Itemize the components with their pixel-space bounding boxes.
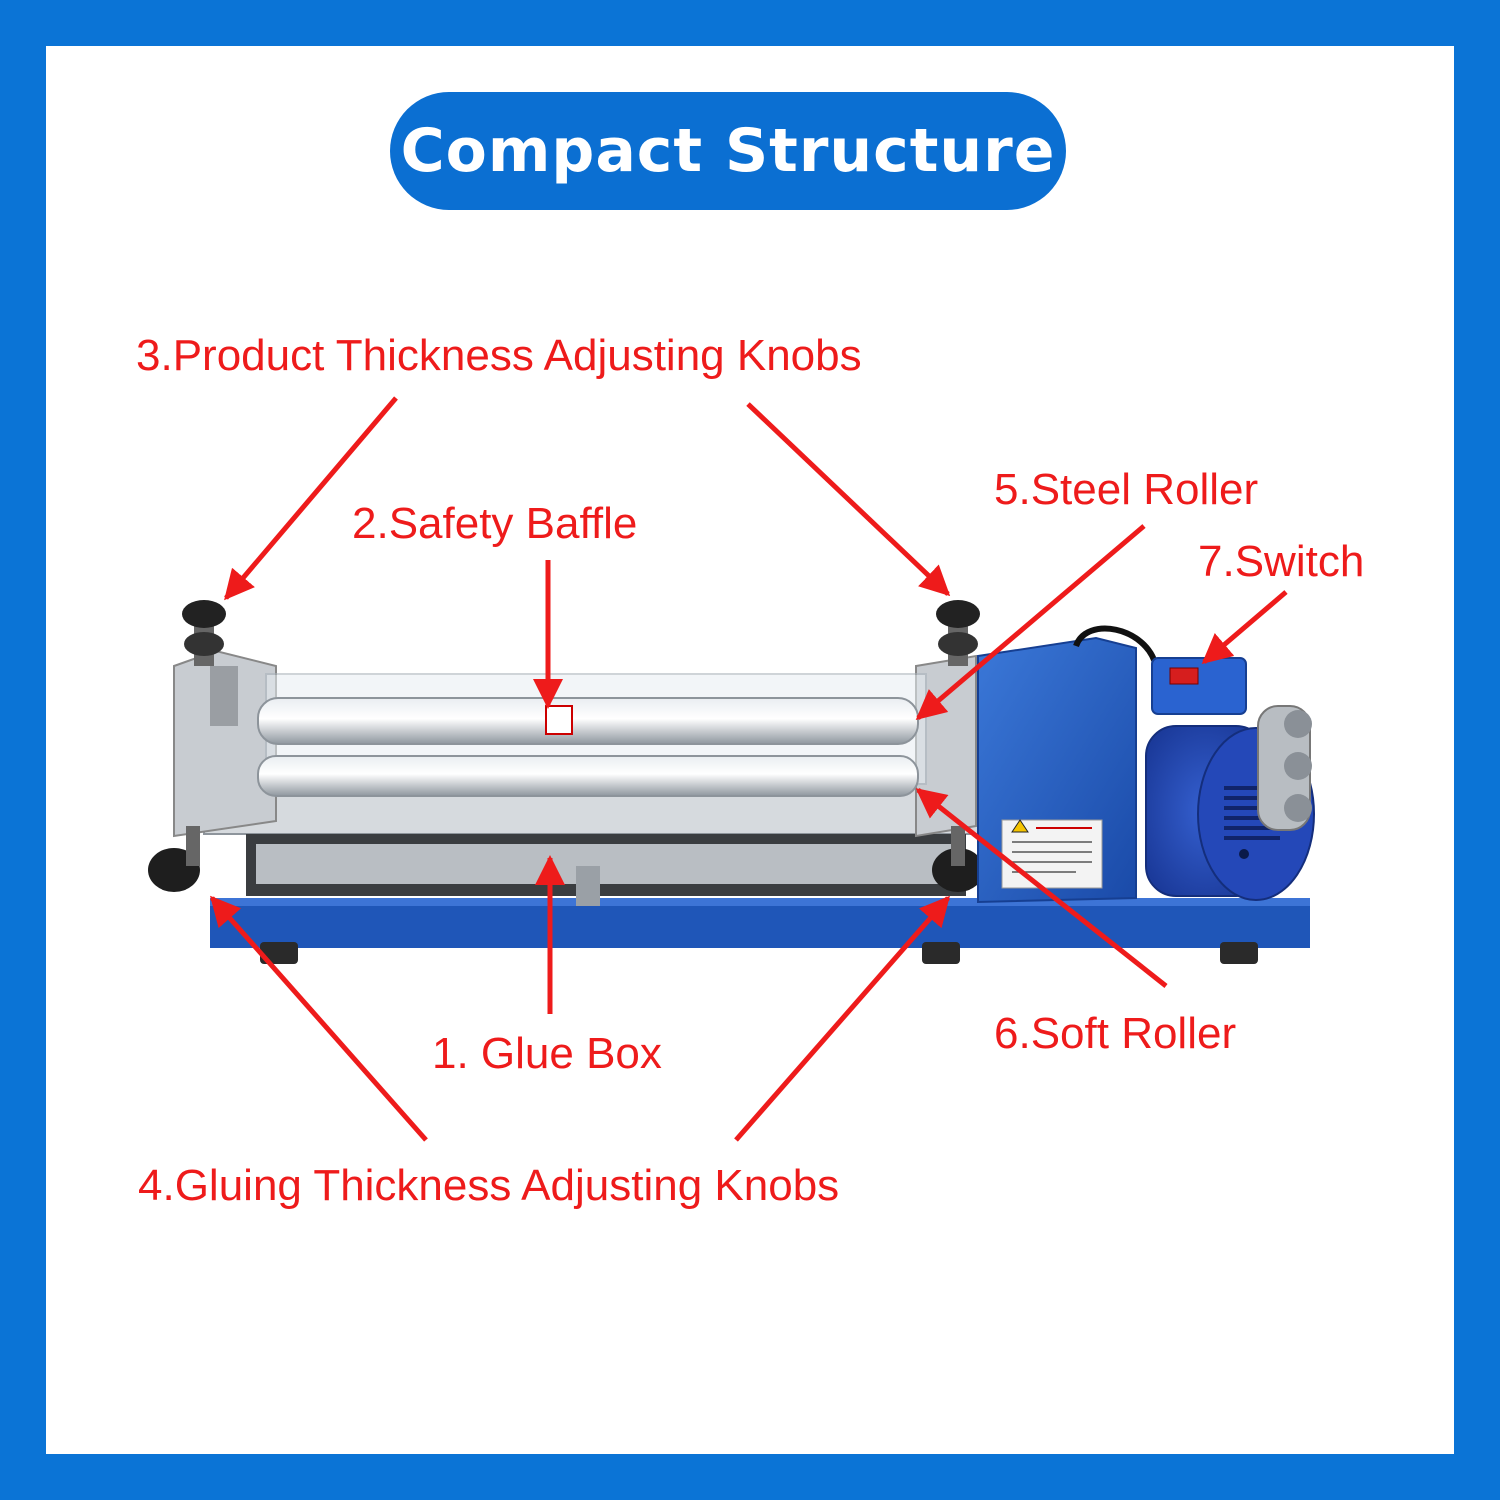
power-cable xyxy=(1073,625,1159,667)
product-thickness-knob-left xyxy=(182,600,226,666)
label-glue-box: 1. Glue Box xyxy=(432,1029,662,1078)
callout-arrows xyxy=(210,396,1288,1142)
arrow-soft-roller xyxy=(915,788,1168,988)
label-safety-baffle: 2.Safety Baffle xyxy=(352,499,638,548)
arrow-gluing-knob-left xyxy=(210,895,428,1142)
pulley-wheels xyxy=(1257,705,1312,831)
label-gluing-thickness-knobs: 4.Gluing Thickness Adjusting Knobs xyxy=(138,1161,840,1210)
title-banner: Compact Structure xyxy=(390,92,1066,210)
switch-box xyxy=(1151,657,1247,715)
soft-roller xyxy=(257,755,919,797)
gluing-thickness-knob-right xyxy=(932,826,984,892)
base-plate xyxy=(210,898,1310,964)
arrow-product-knob-right xyxy=(746,402,951,597)
label-switch: 7.Switch xyxy=(1198,537,1365,586)
title-text: Compact Structure xyxy=(400,116,1056,186)
arrow-switch xyxy=(1201,590,1288,664)
image-frame: Compact Structure xyxy=(46,46,1454,1454)
steel-roller xyxy=(257,697,919,745)
machine-illustration xyxy=(148,396,1315,1142)
product-thickness-knob-right xyxy=(936,600,980,666)
label-steel-roller: 5.Steel Roller xyxy=(994,465,1259,514)
label-soft-roller: 6.Soft Roller xyxy=(994,1009,1237,1058)
arrow-gluing-knob-right xyxy=(734,895,950,1142)
glue-box xyxy=(203,785,985,906)
left-frame xyxy=(173,649,277,838)
arrow-product-knob-left xyxy=(224,396,398,601)
gearbox-housing xyxy=(977,636,1137,904)
gluing-thickness-knob-left xyxy=(148,826,200,892)
arrow-steel-roller xyxy=(915,524,1146,720)
label-product-thickness-knobs: 3.Product Thickness Adjusting Knobs xyxy=(136,331,862,380)
